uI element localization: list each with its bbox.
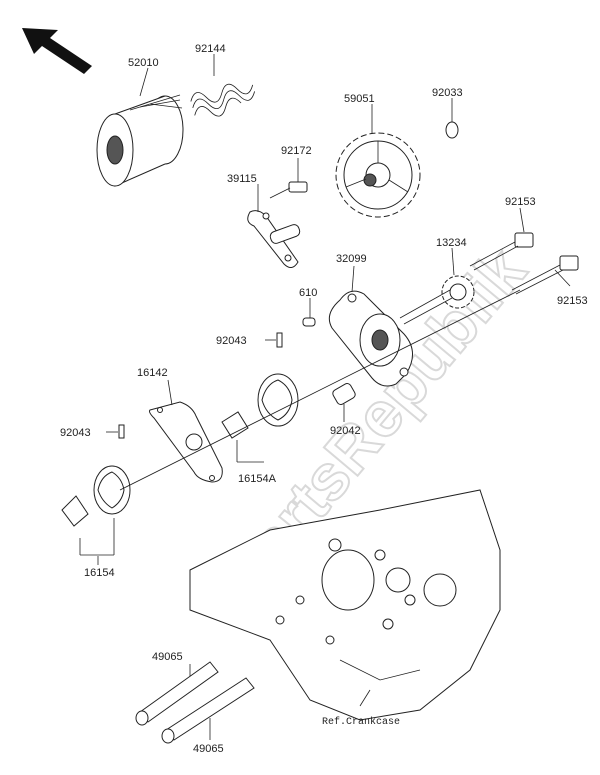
label-ref-crankcase: Ref.Crankcase [322, 716, 400, 728]
label-92033: 92033 [432, 87, 463, 99]
label-49065-lower: 49065 [193, 743, 224, 755]
circlip [445, 121, 459, 139]
dowel-92043-lower [118, 424, 125, 439]
collar-92042 [332, 383, 356, 405]
label-59051: 59051 [344, 93, 375, 105]
label-92042: 92042 [330, 425, 361, 437]
label-92172: 92172 [281, 145, 312, 157]
front-direction-arrow-icon [22, 28, 92, 74]
rotor-set-16154 [61, 465, 131, 556]
stud-49065-lower [161, 677, 255, 744]
label-16154A: 16154A [238, 473, 277, 485]
bolt-92153-upper [469, 232, 534, 271]
pump-body-32099 [328, 290, 413, 387]
pin-610 [302, 317, 316, 327]
label-13234: 13234 [436, 237, 467, 249]
screw-92172 [269, 181, 308, 199]
label-16154: 16154 [84, 567, 115, 579]
label-92153-lower: 92153 [557, 295, 588, 307]
label-52010: 52010 [128, 57, 159, 69]
label-92043-lower: 92043 [60, 427, 91, 439]
label-49065-upper: 49065 [152, 651, 183, 663]
label-92043-upper: 92043 [216, 335, 247, 347]
stud-49065-upper [135, 661, 219, 726]
label-32099: 32099 [336, 253, 367, 265]
assembly-axis-line [119, 289, 521, 491]
oil-pump-gear [335, 132, 421, 218]
small-gear-13234 [399, 275, 475, 325]
bolt-92153-lower [511, 255, 579, 295]
label-610: 610 [299, 287, 317, 299]
label-92144: 92144 [195, 43, 226, 55]
label-16142: 16142 [137, 367, 168, 379]
dowel-92043-upper [276, 332, 283, 348]
label-92153-upper: 92153 [505, 196, 536, 208]
cover-plate-16142 [149, 401, 223, 483]
label-39115: 39115 [227, 173, 257, 185]
pump-plate-39115 [247, 210, 301, 268]
crankcase-reference [189, 489, 501, 721]
outer-rotor [257, 373, 299, 427]
spring [190, 83, 255, 117]
oil-filter [96, 94, 184, 187]
leader-lines [97, 54, 571, 740]
inner-rotor-16154A [221, 411, 249, 462]
